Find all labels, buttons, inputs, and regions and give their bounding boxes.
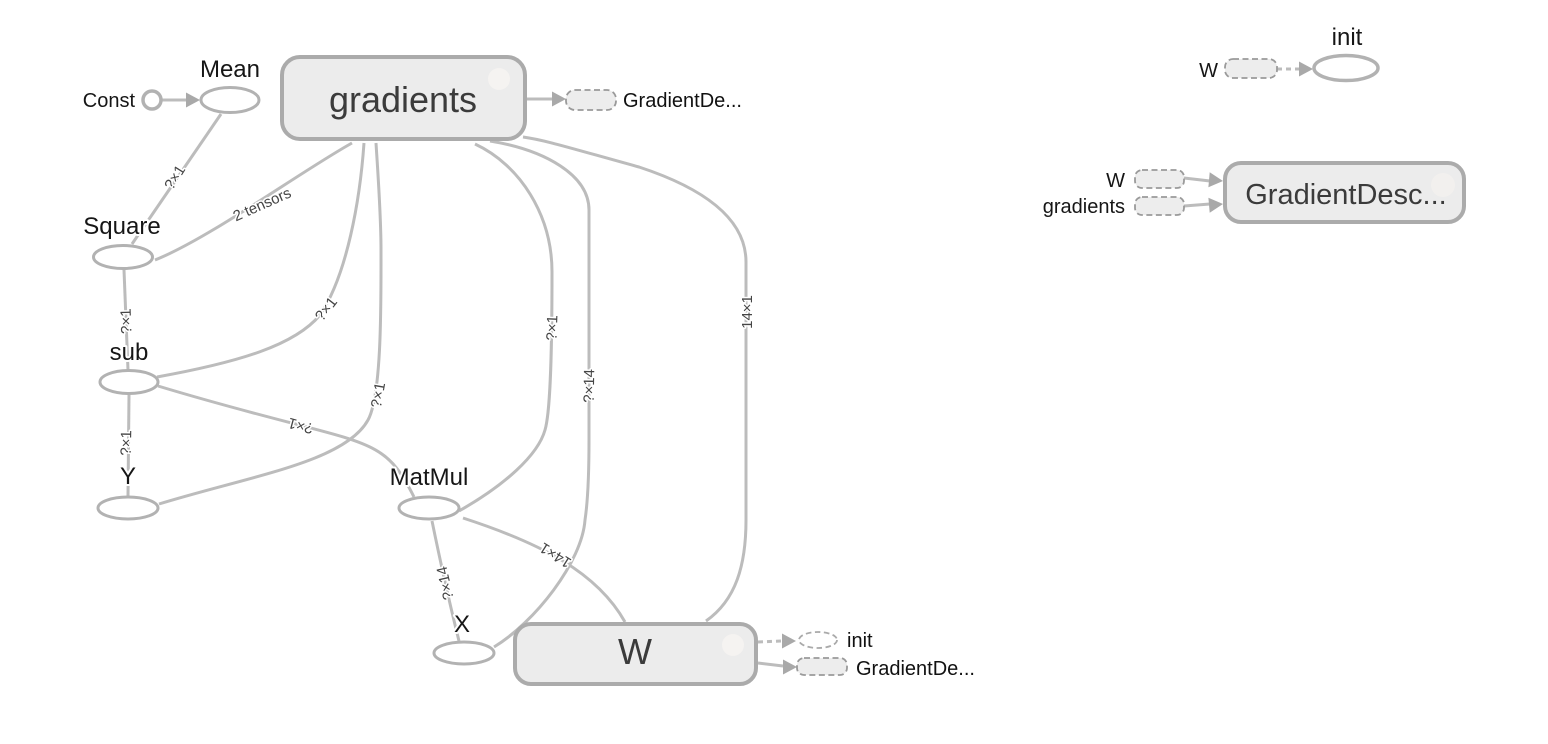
svg-text:?×1: ?×1 xyxy=(118,308,136,334)
svg-text:?×14: ?×14 xyxy=(581,369,599,403)
svg-text:Mean: Mean xyxy=(200,56,260,83)
svg-text:?×1: ?×1 xyxy=(286,414,315,437)
svg-text:Y: Y xyxy=(120,463,136,490)
svg-text:init: init xyxy=(1332,24,1363,51)
svg-text:GradientDe...: GradientDe... xyxy=(623,90,742,112)
svg-text:GradientDe...: GradientDe... xyxy=(856,658,975,680)
svg-text:MatMul: MatMul xyxy=(390,464,469,491)
svg-text:W: W xyxy=(618,631,652,672)
svg-text:X: X xyxy=(454,611,470,638)
svg-text:2 tensors: 2 tensors xyxy=(231,185,294,226)
svg-text:W: W xyxy=(1199,60,1218,82)
svg-text:?×1: ?×1 xyxy=(118,430,135,456)
svg-text:gradients: gradients xyxy=(329,79,477,120)
svg-text:?×1: ?×1 xyxy=(544,315,562,341)
svg-text:gradients: gradients xyxy=(1043,196,1125,218)
svg-text:?×1: ?×1 xyxy=(368,381,389,409)
svg-text:W: W xyxy=(1106,170,1125,192)
svg-text:GradientDesc...: GradientDesc... xyxy=(1245,179,1446,211)
svg-text:init: init xyxy=(847,630,873,652)
svg-text:sub: sub xyxy=(110,339,149,366)
svg-text:?×14: ?×14 xyxy=(434,565,458,602)
svg-text:14×1: 14×1 xyxy=(739,295,756,329)
svg-text:14×1: 14×1 xyxy=(537,539,575,571)
svg-text:Square: Square xyxy=(83,213,160,240)
svg-text:Const: Const xyxy=(83,90,136,112)
